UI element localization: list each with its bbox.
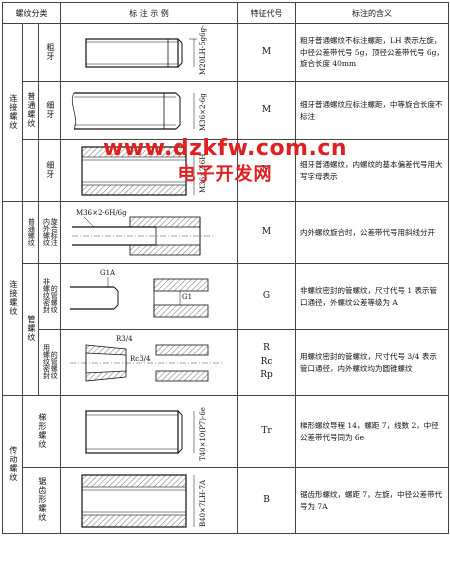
r-int-label: Rc3/4 (130, 355, 151, 363)
meaning-cell: 细牙普通螺纹，内螺纹的基本偏差代号用大写字母表示 (295, 139, 449, 202)
table-row: 传动螺纹 梯形螺纹 T40×10(P7)-6e Tr 梯形螺纹导程 14，螺距 … (2, 395, 449, 534)
code-cell: G (237, 263, 296, 330)
meaning-cell: 锯齿形螺纹，螺距 7，左旋，中径公差带代号为 7A (295, 467, 449, 534)
r-ext-label: R3/4 (116, 335, 133, 343)
meaning-cell: 用螺纹密封的管螺纹，尺寸代号 3/4 表示管口通径，内外螺纹均为圆锥螺纹 (295, 329, 449, 396)
fine-cell-2: 细牙 (38, 139, 61, 202)
drawing-fine-int: M36×2-6H (60, 139, 238, 202)
fine-cell: 细牙 (38, 81, 61, 140)
fine-int-drawing: M36×2-6H (81, 145, 207, 196)
fit-drawing: M36×2-6H/6g (72, 209, 214, 255)
meaning-cell: 非螺纹密封的管螺纹，尺寸代号 1 表示管口通径，外螺纹公差等级为 A (295, 263, 449, 330)
sealing-cell: 用螺纹密封的管螺纹 (38, 329, 61, 396)
trapezoidal-cell: 梯形螺纹 (22, 395, 61, 468)
code-cell: M (237, 201, 296, 264)
code-r: R (263, 343, 270, 354)
coarse-thread-drawing: M20LH-5g6g-40 (85, 25, 207, 75)
header-example: 标 注 示 例 (60, 2, 238, 24)
table-row: 锯齿形螺纹 B40×7LH-7A B 锯齿形螺纹，螺距 7，左旋，中径公差带代号… (3, 467, 449, 534)
drawing-g: G1A G1 (60, 263, 238, 330)
thread-table: 螺纹分类 标 注 示 例 特征代号 标注的含义 连接螺纹 粗牙 (2, 2, 449, 534)
table-row: 普通螺纹 细牙 M36×2-6g M 细牙普通螺纹应标注螺距 (3, 81, 449, 140)
ordinary-label-cell: 普通螺纹 (22, 81, 39, 140)
code-cell: R Rc Rp (237, 329, 296, 396)
tr-drawing: T40×10(P7)-6e (85, 407, 207, 461)
table-row: 细牙 M36×2-6H M 细牙普 (3, 139, 449, 202)
header-meaning: 标注的含义 (295, 2, 449, 24)
drawing-r: R3/4 Rc3/4 (60, 329, 238, 396)
group-connecting-2: 连接螺纹 (2, 201, 23, 396)
fit-cell: 内外螺纹旋合标注 (38, 201, 61, 264)
drawing-fine-ext: M36×2-6g (60, 81, 238, 140)
fine-int-label: M36×2-6H (199, 153, 207, 192)
ordinary-sub-group (22, 23, 39, 82)
buttress-cell: 锯齿形螺纹 (22, 467, 61, 534)
meaning-cell: 细牙普通螺纹应标注螺距，中等旋合长度不标注 (295, 81, 449, 140)
coarse-cell: 粗牙 (38, 23, 61, 82)
meaning-cell: 内外螺纹旋合时，公差带代号用斜线分开 (295, 201, 449, 264)
meaning-cell: 粗牙普通螺纹不标注螺距，LH 表示左旋，中径公差带代号 5g，顶径公差带代号 6… (295, 23, 449, 82)
code-cell: B (237, 467, 296, 534)
r-drawing: R3/4 Rc3/4 (70, 335, 224, 381)
drawing-tr: T40×10(P7)-6e (60, 395, 238, 468)
non-sealing-cell: 非螺纹密封的管螺纹 (38, 263, 61, 330)
drawing-b: B40×7LH-7A (60, 467, 238, 534)
ordinary-tail-cell (22, 139, 39, 202)
group-transmission: 传动螺纹 (2, 395, 23, 534)
code-cell: Tr (237, 395, 296, 468)
fit-label: M36×2-6H/6g (76, 209, 127, 217)
table-row: 用螺纹密封的管螺纹 R3/4 Rc3/4 R Rc Rp 用螺纹密封的管螺纹，尺… (3, 329, 449, 396)
drawing-coarse: M20LH-5g6g-40 (60, 23, 238, 82)
meaning-cell: 梯形螺纹导程 14，螺距 7，线数 2，中径公差带代号同为 6e (295, 395, 449, 468)
table-row: 连接螺纹 普通螺纹 内外螺纹旋合标注 M36×2-6H/6g M (2, 201, 449, 396)
fine-ext-label: M36×2-6g (199, 92, 207, 130)
header-row: 螺纹分类 标 注 示 例 特征代号 标注的含义 (2, 2, 449, 24)
ordinary-2-cell: 普通螺纹 (22, 201, 39, 264)
coarse-label: M20LH-5g6g-40 (199, 25, 207, 75)
drawing-fit: M36×2-6H/6g (60, 201, 238, 264)
tr-label: T40×10(P7)-6e (199, 407, 207, 461)
fine-ext-drawing: M36×2-6g (71, 91, 207, 131)
b-label: B40×7LH-7A (199, 479, 207, 527)
group-connecting: 连接螺纹 (2, 23, 23, 202)
code-cell: M (237, 23, 296, 82)
code-rp: Rp (260, 370, 273, 381)
header-category: 螺纹分类 (2, 2, 61, 24)
code-rc: Rc (260, 356, 273, 367)
g-ext-label: G1A (100, 269, 116, 277)
g-int-label: G1 (182, 293, 192, 301)
code-cell: M (237, 81, 296, 140)
table-row: 管螺纹 非螺纹密封的管螺纹 G1A G1 (3, 263, 449, 396)
pipe-group: 管螺纹 (22, 263, 39, 396)
code-cell: M (237, 139, 296, 202)
g-drawing: G1A G1 (70, 269, 209, 317)
table-row: 连接螺纹 粗牙 M20LH-5g6g-40 M 粗牙普通螺纹不标注螺 (2, 23, 449, 202)
header-code: 特征代号 (237, 2, 296, 24)
b-drawing: B40×7LH-7A (81, 473, 207, 528)
